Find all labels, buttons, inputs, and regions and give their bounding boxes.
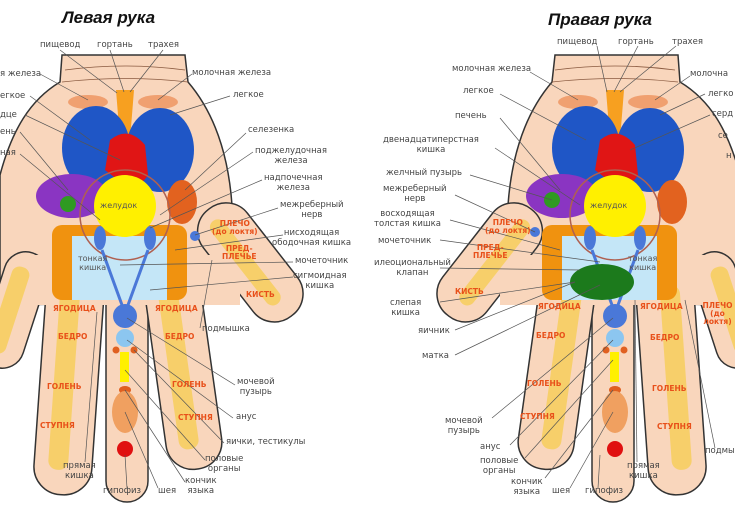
label-cut-liver: ень — [0, 127, 16, 137]
label-mammary-r: молочная железа — [452, 64, 532, 74]
label-cut-duodenum: ная — [0, 148, 16, 158]
label-tongue-tip: кончик языка — [185, 476, 217, 496]
label-uterus-r: матка — [422, 351, 449, 361]
label-thigh-r: БЕДРО — [536, 331, 566, 340]
label-ureter: мочеточник — [295, 256, 349, 266]
label-bladder-r: мочевой пузырь — [445, 416, 483, 436]
label-armpit: подмышка — [202, 324, 250, 334]
label-cut-spleen-r: се — [718, 131, 728, 141]
label-shin-r: ГОЛЕНЬ — [527, 379, 562, 388]
label-pancreas: поджелудочная железа — [255, 146, 327, 166]
label-neck: шея — [158, 486, 177, 496]
label-sigmoid: сигмоидная кишка — [293, 271, 347, 291]
label-esophagus: пищевод — [40, 40, 81, 50]
label-gallbladder-r: желчный пузырь — [386, 168, 463, 178]
label-shoulder-r: ПЛЕЧО (до локтя) — [485, 218, 531, 235]
label-foot: СТУПНЯ — [40, 421, 75, 430]
label-larynx-r: гортань — [618, 37, 654, 47]
label-mammary: молочная железа — [192, 68, 272, 78]
label-cut-heart: дце — [0, 110, 17, 120]
label-intercostal-r: межреберный нерв — [383, 184, 447, 204]
label-pituitary: гипофиз — [103, 486, 142, 496]
label-descending-colon: нисходящая ободочная кишка — [272, 228, 352, 248]
label-ovary-r: яичник — [418, 326, 450, 336]
label-buttock-r2: ЯГОДИЦА — [640, 302, 683, 311]
label-genitals: половые органы — [205, 454, 244, 474]
label-cut-pancreas-r: н — [726, 151, 732, 161]
label-cut-lung-r: легко — [708, 89, 734, 99]
left-hand-title: Левая рука — [62, 8, 156, 27]
label-lung-r: легкое — [463, 86, 494, 96]
label-foot-r: СТУПНЯ — [520, 412, 555, 421]
label-testes: яички, тестикулы — [226, 437, 306, 447]
label-intercostal: межреберный нерв — [280, 200, 344, 220]
label-foot-2: СТУПНЯ — [178, 413, 213, 422]
label-trachea: трахея — [148, 40, 179, 50]
label-thigh: БЕДРО — [58, 332, 88, 341]
right-hand-title: Правая рука — [548, 10, 652, 29]
label-cecum-r: слепая кишка — [390, 298, 422, 318]
label-genitals-r: половые органы — [480, 456, 519, 476]
label-buttock: ЯГОДИЦА — [53, 304, 96, 313]
label-ascending-colon-r: восходящая толстая кишка — [374, 209, 442, 229]
label-cut-mammary: я железа — [0, 69, 42, 79]
label-adrenal: надпочечная железа — [264, 173, 323, 193]
label-thigh-r2: БЕДРО — [650, 333, 680, 342]
label-duodenum-r: двенадцатиперстная кишка — [383, 135, 479, 155]
label-ileocecal-r: илеоциональный клапан — [374, 258, 451, 278]
label-shin-r2: ГОЛЕНЬ — [652, 384, 687, 393]
label-armpit-r: подмы — [705, 446, 735, 456]
label-shin: ГОЛЕНЬ — [47, 382, 82, 391]
label-neck-r: шея — [552, 486, 571, 496]
left-hand — [0, 54, 315, 503]
label-stomach: желудок — [100, 201, 138, 210]
label-forearm: ПРЕД- ПЛЕЧЬЕ — [222, 244, 257, 261]
label-anus-r: анус — [480, 442, 501, 452]
label-spleen: селезенка — [248, 125, 295, 135]
label-tongue-tip-r: кончик языка — [511, 477, 543, 497]
label-lung: легкое — [233, 90, 264, 100]
label-ureter-r: мочеточник — [378, 236, 432, 246]
label-hand-r: КИСТЬ — [455, 287, 484, 296]
right-uterus — [570, 264, 634, 300]
label-foot-r2: СТУПНЯ — [657, 422, 692, 431]
label-esophagus-r: пищевод — [557, 37, 598, 47]
label-buttock-r: ЯГОДИЦА — [538, 302, 581, 311]
label-buttock-2: ЯГОДИЦА — [155, 304, 198, 313]
label-rectum-r: прямая кишка — [627, 461, 660, 481]
label-small-intestine: тонкая кишка — [78, 254, 108, 272]
label-shoulder-r2: ПЛЕЧО (до локтя) — [702, 301, 733, 326]
label-hand: КИСТЬ — [246, 290, 275, 299]
label-pituitary-r: гипофиз — [585, 486, 624, 496]
label-trachea-r: трахея — [672, 37, 703, 47]
label-shoulder: ПЛЕЧО (до локтя) — [212, 219, 258, 236]
label-cut-mammary-r: молочна — [690, 69, 729, 79]
label-small-intestine-r: тонкая кишка — [628, 254, 658, 272]
leader-lines — [19, 45, 716, 489]
label-bladder: мочевой пузырь — [237, 377, 275, 397]
label-rectum: прямая кишка — [63, 461, 96, 481]
label-thigh-2: БЕДРО — [165, 332, 195, 341]
label-shin-2: ГОЛЕНЬ — [172, 380, 207, 389]
label-larynx: гортань — [97, 40, 133, 50]
label-stomach-r: желудок — [590, 201, 628, 210]
label-liver-r: печень — [455, 111, 487, 121]
label-forearm-r: ПРЕД- ПЛЕЧЬЕ — [473, 243, 508, 260]
left-gallbladder — [60, 196, 76, 212]
label-anus: анус — [236, 412, 257, 422]
label-cut-heart-r: серд — [712, 109, 734, 119]
label-cut-lung: егкое — [0, 91, 26, 101]
